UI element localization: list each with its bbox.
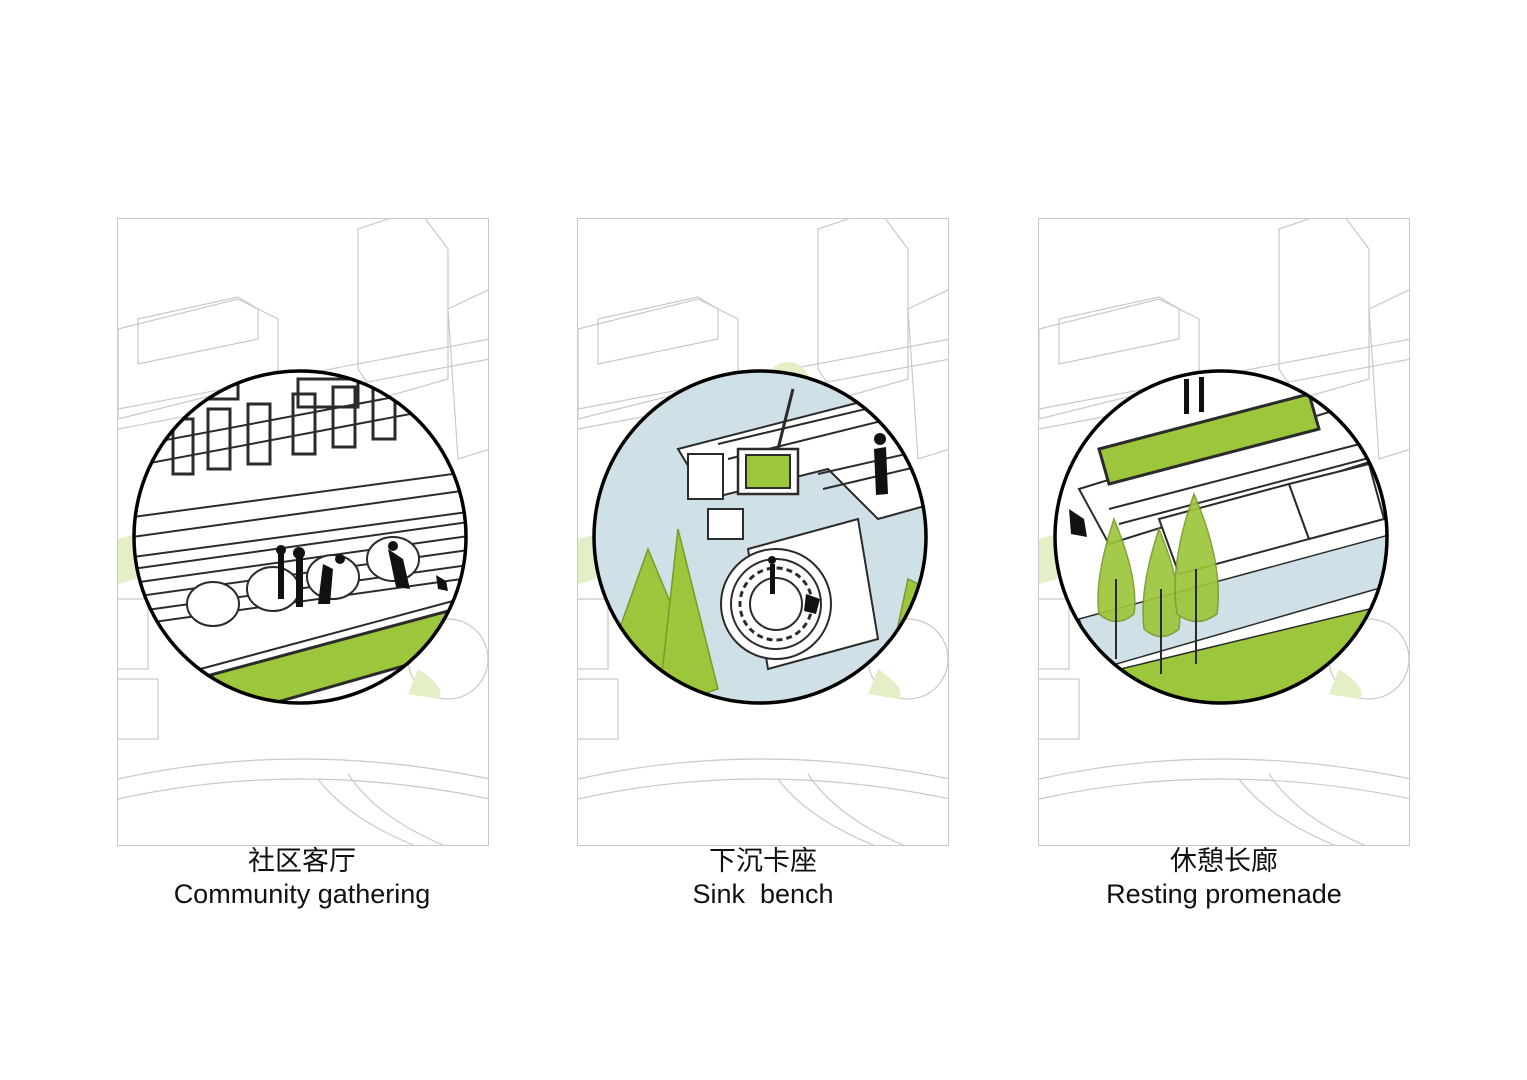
caption-sink-bench: 下沉卡座 Sink bench bbox=[533, 846, 993, 910]
panel-resting-promenade bbox=[1038, 218, 1410, 846]
zoom-circle bbox=[1053, 369, 1389, 705]
faint-green-patches bbox=[1039, 534, 1362, 699]
caption-english: Resting promenade bbox=[1106, 879, 1342, 909]
community-gathering-illustration bbox=[118, 219, 488, 845]
zoom-circle bbox=[592, 369, 928, 705]
caption-english: Community gathering bbox=[173, 879, 431, 909]
trees bbox=[1097, 491, 1220, 638]
panel-sink-bench bbox=[577, 218, 949, 846]
panel-community-gathering bbox=[117, 218, 489, 846]
caption-chinese: 下沉卡座 bbox=[709, 846, 817, 877]
people-silhouettes bbox=[768, 433, 888, 614]
caption-resting-promenade: 休憩长廊 Resting promenade bbox=[994, 846, 1454, 910]
sunken-circular-bench bbox=[720, 548, 832, 660]
sink-bench-illustration bbox=[578, 219, 948, 845]
caption-community-gathering: 社区客厅 Community gathering bbox=[72, 846, 532, 910]
resting-promenade-illustration bbox=[1039, 219, 1409, 845]
tree-planter bbox=[736, 388, 800, 496]
people-silhouettes bbox=[1069, 377, 1204, 537]
zoom-circle bbox=[132, 369, 468, 705]
caption-english: Sink bench bbox=[692, 879, 834, 909]
people-silhouettes bbox=[276, 541, 448, 607]
faint-green-patches bbox=[118, 534, 441, 699]
caption-chinese: 社区客厅 bbox=[248, 846, 356, 877]
tree-trunks bbox=[1115, 569, 1197, 674]
caption-chinese: 休憩长廊 bbox=[1170, 846, 1278, 877]
